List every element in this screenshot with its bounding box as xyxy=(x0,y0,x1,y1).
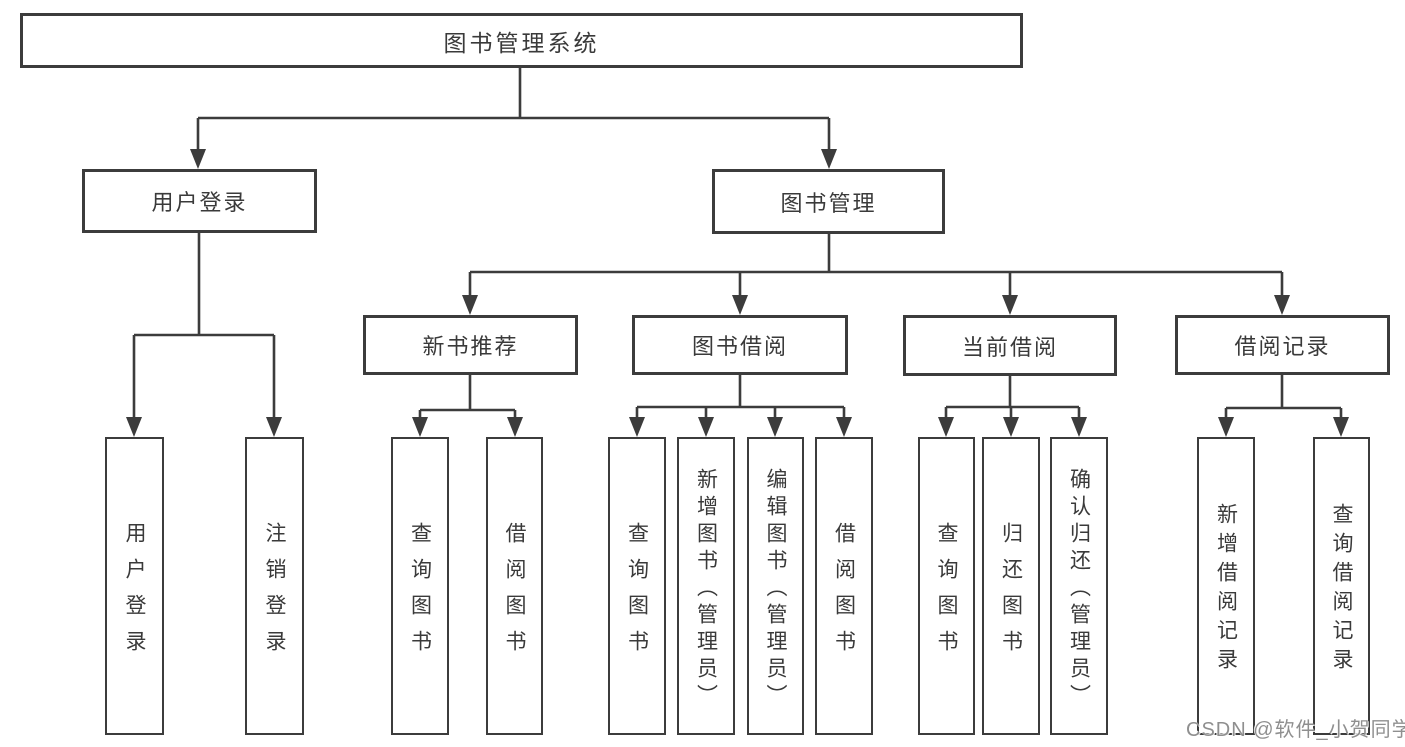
node-root-label: 图书管理系统 xyxy=(443,29,600,56)
node-book-management-label: 图书管理 xyxy=(780,190,877,216)
connector-new-book-children xyxy=(418,375,517,421)
leaf-borrow-books-label: 借阅图书 xyxy=(832,521,856,666)
node-book-management: 图书管理 xyxy=(712,169,945,234)
leaf-query-books-borrow: 查询图书 xyxy=(608,437,666,735)
node-user-login: 用户登录 xyxy=(82,169,317,233)
leaf-query-borrow-record: 查询借阅记录 xyxy=(1313,437,1370,735)
leaf-confirm-return-admin: 确认归还（管理员） xyxy=(1050,437,1108,735)
connector-borrow-record-children xyxy=(1224,375,1343,421)
leaf-logout-label: 注销登录 xyxy=(263,521,286,666)
leaf-borrow-books-recommend-label: 借阅图书 xyxy=(503,521,526,666)
leaf-query-books-current: 查询图书 xyxy=(918,437,975,735)
node-user-login-label: 用户登录 xyxy=(151,190,248,215)
leaf-return-book: 归还图书 xyxy=(982,437,1040,735)
leaf-query-books-recommend-label: 查询图书 xyxy=(408,521,432,666)
leaf-borrow-books: 借阅图书 xyxy=(815,437,873,735)
node-borrow-records-label: 借阅记录 xyxy=(1234,334,1331,359)
leaf-add-book-admin: 新增图书（管理员） xyxy=(677,437,735,735)
node-new-book-recommend-label: 新书推荐 xyxy=(422,334,519,359)
csdn-watermark: CSDN @软件_小贺同学 xyxy=(1186,719,1405,741)
node-borrow-records: 借阅记录 xyxy=(1175,315,1390,375)
leaf-add-book-admin-label: 新增图书（管理员） xyxy=(694,467,718,711)
leaf-query-books-borrow-label: 查询图书 xyxy=(625,521,649,666)
leaf-query-books-current-label: 查询图书 xyxy=(935,521,958,666)
leaf-edit-book-admin-label: 编辑图书（管理员） xyxy=(764,467,787,711)
leaf-user-login-label: 用户登录 xyxy=(123,521,146,666)
node-new-book-recommend: 新书推荐 xyxy=(363,315,578,375)
leaf-edit-book-admin: 编辑图书（管理员） xyxy=(747,437,804,735)
connector-root-to-level1 xyxy=(196,67,831,153)
leaf-borrow-books-recommend: 借阅图书 xyxy=(486,437,543,735)
leaf-return-book-label: 归还图书 xyxy=(999,521,1023,666)
node-book-borrow: 图书借阅 xyxy=(632,315,848,375)
leaf-user-login: 用户登录 xyxy=(105,437,164,735)
leaf-add-borrow-record: 新增借阅记录 xyxy=(1197,437,1255,735)
leaf-logout: 注销登录 xyxy=(245,437,304,735)
connector-current-borrow-children xyxy=(944,376,1081,421)
arrowheads xyxy=(126,149,1349,437)
leaf-confirm-return-admin-label: 确认归还（管理员） xyxy=(1067,467,1091,711)
connector-book-management-children xyxy=(468,234,1284,299)
connector-book-borrow-children xyxy=(635,375,846,421)
connector-user-login-children xyxy=(132,233,276,421)
leaf-query-borrow-record-label: 查询借阅记录 xyxy=(1330,503,1353,677)
leaf-add-borrow-record-label: 新增借阅记录 xyxy=(1214,503,1238,677)
node-book-borrow-label: 图书借阅 xyxy=(691,334,788,359)
node-root: 图书管理系统 xyxy=(20,13,1023,68)
node-current-borrow: 当前借阅 xyxy=(903,315,1117,376)
leaf-query-books-recommend: 查询图书 xyxy=(391,437,449,735)
node-current-borrow-label: 当前借阅 xyxy=(961,334,1058,360)
